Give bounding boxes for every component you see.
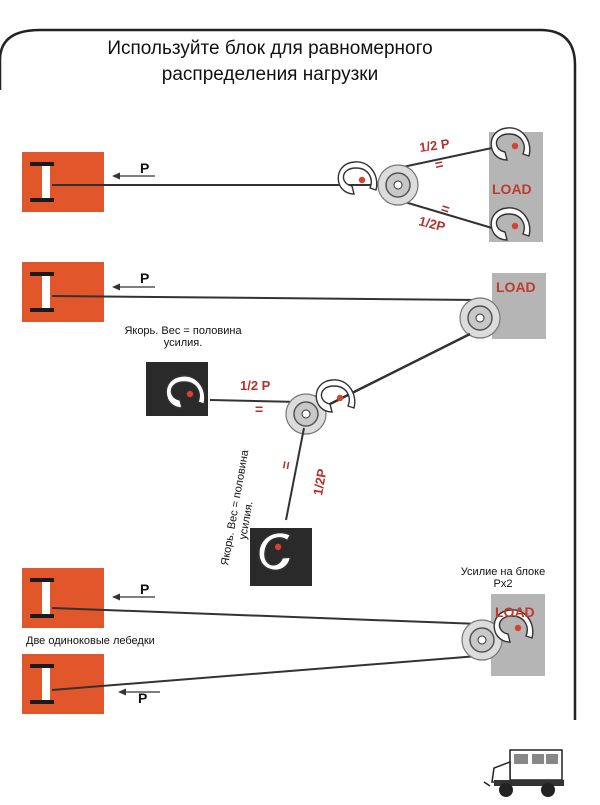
title-line-1: Используйте блок для равномерного	[107, 38, 433, 59]
hook-3-icon	[315, 379, 356, 413]
load-block-2	[492, 273, 546, 339]
half-p-label-2b: 1/2P	[310, 467, 329, 496]
pulley-2-icon	[459, 297, 501, 339]
section-2-anchored	[22, 262, 546, 586]
half-p-label-1a: 1/2 P	[418, 136, 450, 155]
block-force-line-1: Усилие на блоке	[460, 566, 546, 578]
winch-top-icon	[22, 152, 104, 212]
p-label-1: P	[140, 160, 149, 176]
load-text-3: LOAD	[495, 604, 535, 620]
load-text-1: LOAD	[492, 181, 532, 197]
winch-middle-icon	[22, 262, 104, 322]
block-force-label: Усилие на блоке Px2	[448, 566, 558, 590]
anchor-label-left: Якорь. Вес = половина усилия.	[108, 325, 258, 349]
half-p-label-1b: 1/2P	[417, 213, 447, 234]
section-3-two-winches	[22, 568, 545, 714]
equals-1a: =	[433, 156, 444, 173]
half-p-label-2a: 1/2 P	[240, 378, 271, 393]
section-1-pulley-split	[22, 127, 543, 242]
winch-lower-b-icon	[22, 654, 104, 714]
two-winches-label: Две одиноковые лебедки	[26, 635, 206, 647]
truck-icon	[483, 749, 564, 797]
page-title: Используйте блок для равномерного распре…	[60, 36, 480, 88]
hook-1-icon	[337, 161, 378, 195]
p-label-2: P	[140, 270, 149, 286]
p-label-3: P	[140, 581, 149, 597]
pulley-1-icon	[377, 164, 419, 206]
equals-2b: =	[277, 460, 294, 471]
equals-2a: =	[255, 401, 263, 417]
title-line-2: распределения нагрузки	[161, 64, 379, 85]
winch-lower-a-icon	[22, 568, 104, 628]
anchor-label-left-line-1: Якорь. Вес = половина	[124, 325, 242, 337]
frame-border	[0, 28, 577, 720]
block-force-line-2: Px2	[493, 578, 513, 590]
p-label-4: P	[138, 690, 147, 706]
load-text-2: LOAD	[496, 279, 536, 295]
anchor-label-left-line-2: усилия.	[163, 337, 203, 349]
